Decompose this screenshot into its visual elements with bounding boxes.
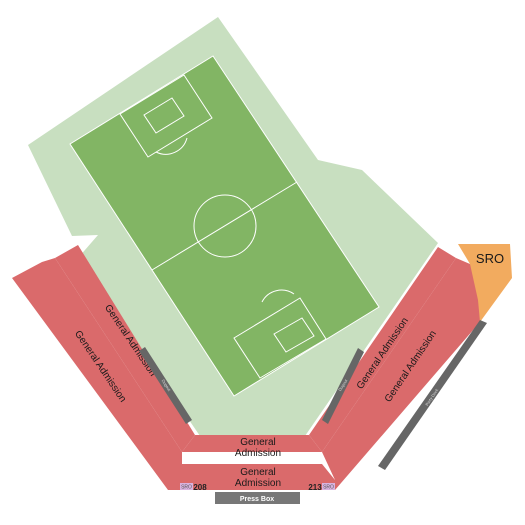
soccer-pitch (69, 55, 380, 397)
box-208-number: 208 (193, 483, 207, 492)
sro-label: SRO (476, 251, 504, 266)
box-213[interactable]: 213 SRO (308, 483, 335, 492)
ga-right-outer-shape (322, 258, 488, 490)
box-208-tag: SRO (181, 485, 192, 491)
ga-right-inner-shape (309, 247, 456, 452)
ga-left-outer-shape (12, 258, 182, 490)
dugout-right-label: Dugout (337, 378, 349, 392)
section-sro[interactable]: SRO (458, 244, 512, 322)
section-ga-bottom-upper[interactable]: General Admission (182, 435, 322, 459)
ga-bottom-lower-shape (182, 464, 335, 490)
press-box-label: Press Box (240, 496, 274, 503)
press-box: Press Box (215, 492, 300, 504)
pitch-markings (69, 55, 380, 397)
ga-bottom-lower-label-line2: Admission (235, 478, 281, 489)
dugout-left: Dugout (139, 347, 192, 424)
ga-left-inner-shape (55, 245, 195, 452)
box-208[interactable]: SRO 208 (180, 483, 207, 492)
ga-bottom-upper-shape (182, 435, 322, 452)
sro-shape (458, 244, 512, 322)
ga-bottom-upper-label-line1: General (240, 437, 276, 448)
dugout-left-label: Dugout (161, 378, 173, 392)
box-213-tag: SRO (323, 485, 334, 491)
box-213-number: 213 (308, 483, 322, 492)
ga-bottom-upper-label-line2: Admission (235, 448, 281, 459)
section-ga-bottom-lower[interactable]: General Admission (182, 464, 335, 490)
dugout-right: Dugout (322, 348, 364, 424)
ga-bottom-lower-label-line1: General (240, 467, 276, 478)
